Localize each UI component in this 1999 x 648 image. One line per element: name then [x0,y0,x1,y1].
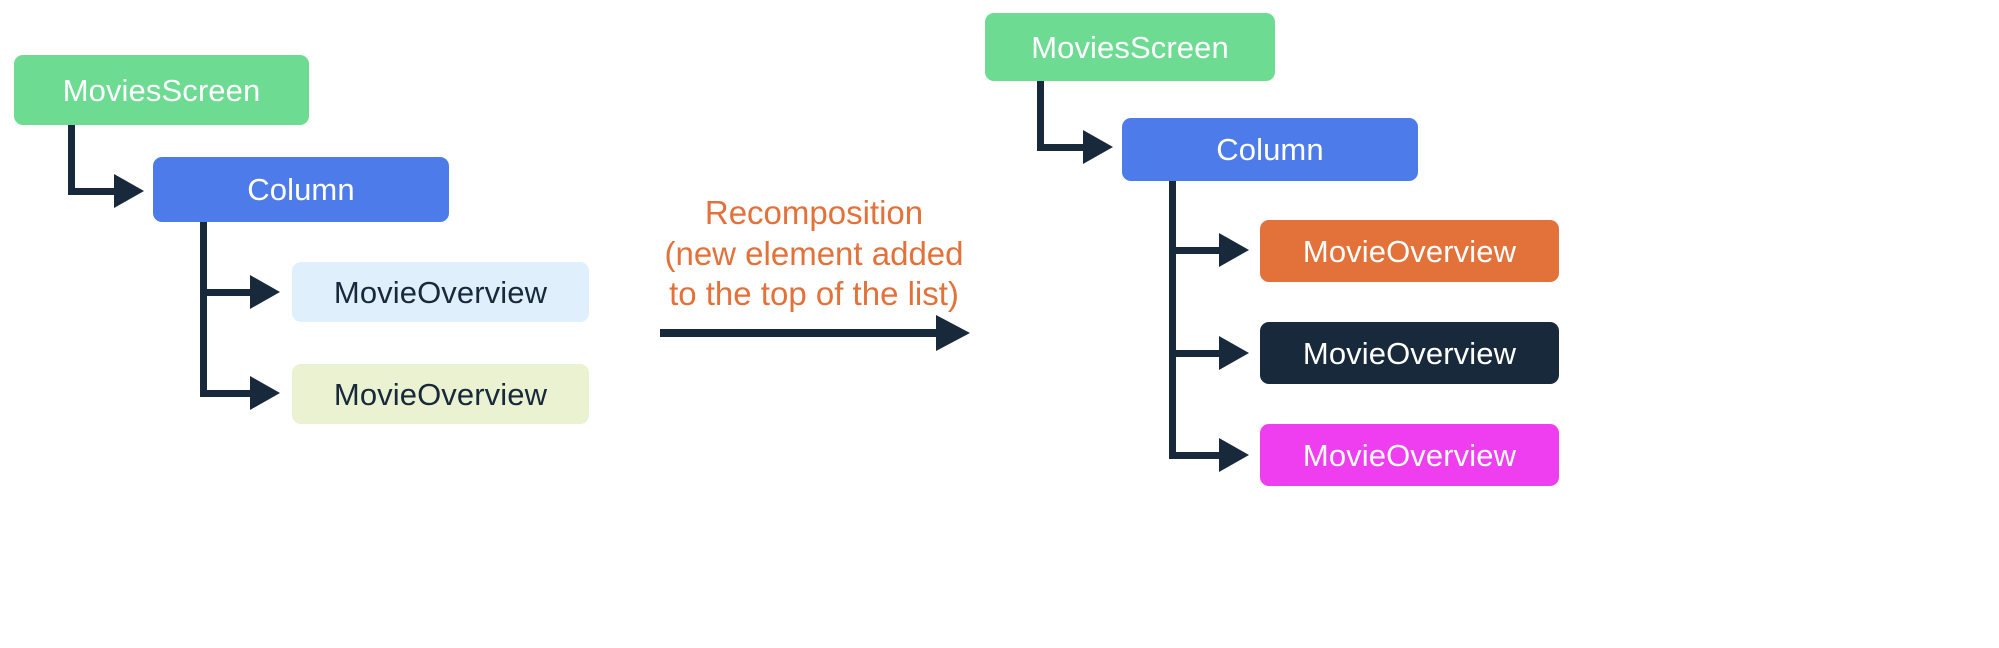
after-node-movieoverview-2[interactable]: MovieOverview [1260,322,1559,384]
after-node-column-label: Column [1216,132,1324,167]
after-arrowhead-child-1 [1219,233,1249,267]
before-node-moviesscreen-label: MoviesScreen [62,72,261,108]
before-connector-child-2-horizontal [200,390,254,397]
after-arrowhead-child-3 [1219,438,1249,472]
before-node-column[interactable]: Column [153,157,449,222]
before-node-moviesscreen[interactable]: MoviesScreen [14,55,309,125]
before-arrowhead-column [114,174,144,208]
after-node-movieoverview-3-label: MovieOverview [1302,437,1517,473]
transition-arrow-head [936,315,970,351]
before-arrowhead-child-2 [250,376,280,410]
after-node-movieoverview-1-label: MovieOverview [1302,233,1517,269]
before-node-column-label: Column [247,172,355,207]
recomposition-caption: Recomposition (new element added to the … [664,194,964,313]
after-arrowhead-child-2 [1219,336,1249,370]
before-node-movieoverview-2[interactable]: MovieOverview [292,364,589,424]
after-arrowhead-column [1083,130,1113,164]
after-node-movieoverview-1[interactable]: MovieOverview [1260,220,1559,282]
after-connector-root-vertical [1037,81,1044,144]
before-connector-root-horizontal [68,188,118,195]
after-node-moviesscreen[interactable]: MoviesScreen [985,13,1275,81]
after-connector-child-2-horizontal [1169,350,1223,357]
after-node-movieoverview-3[interactable]: MovieOverview [1260,424,1559,486]
after-connector-column-trunk [1169,181,1176,459]
after-node-column[interactable]: Column [1122,118,1418,181]
before-node-movieoverview-2-label: MovieOverview [333,376,548,412]
after-node-movieoverview-2-label: MovieOverview [1302,335,1517,371]
before-connector-child-1-horizontal [200,289,254,296]
before-connector-column-trunk [200,222,207,397]
before-connector-root-vertical [68,125,75,188]
after-connector-root-horizontal [1037,144,1087,151]
before-node-movieoverview-1[interactable]: MovieOverview [292,262,589,322]
before-arrowhead-child-1 [250,275,280,309]
after-connector-child-3-horizontal [1169,452,1223,459]
before-node-movieoverview-1-label: MovieOverview [333,274,548,310]
transition-arrow-shaft [660,329,940,337]
after-connector-child-1-horizontal [1169,247,1223,254]
after-node-moviesscreen-label: MoviesScreen [1031,29,1229,65]
